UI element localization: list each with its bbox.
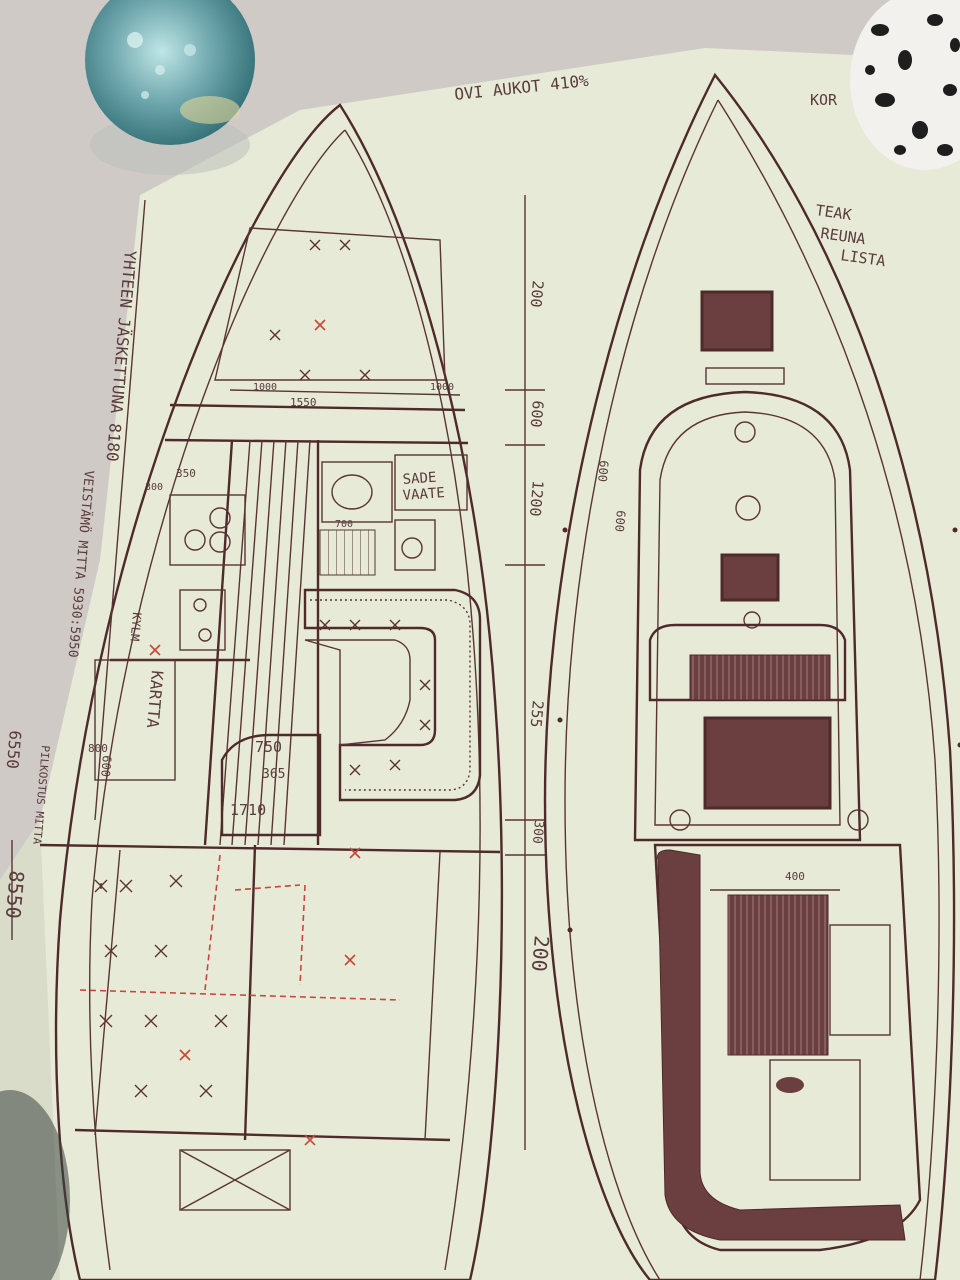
label-corner-note: KOR [810,91,838,109]
interior-plan [11,103,545,1280]
dim-750: 750 [255,738,282,756]
deck-plan [543,72,960,1280]
cockpit-seat-locker [829,924,891,1036]
label-sade: SADE [402,470,437,488]
hull-outline-left [54,103,504,1280]
red-markings [79,319,401,1146]
companionway-box [220,733,322,837]
dim-6550: 6550 [3,730,25,770]
blue-glass-paperweight [85,0,255,175]
dim-600d: 600 [612,510,628,533]
anchor-plate [705,367,785,385]
dim-255: 255 [527,700,547,729]
dim-400: 400 [785,870,805,883]
aft-locker [179,1149,291,1211]
deck-hardware [557,527,960,933]
galley-sink [179,589,226,651]
cockpit-bulkhead [39,843,501,854]
label-teak-1: TEAK [814,201,852,224]
chart-table [94,659,176,781]
sliding-hatch-cover [689,654,831,701]
shadow-corner [0,1090,70,1280]
forward-berth [214,227,446,381]
bulkhead-1 [229,389,461,396]
label-vaate: VAATE [402,485,445,504]
dim-8550: 8550 [1,870,29,920]
dim-350: 350 [176,467,196,480]
galley-stove [169,494,246,566]
dalmatian-dot-vase [850,0,960,170]
bulkhead-2 [169,403,466,412]
label-kylm: KYLM [127,612,143,642]
cockpit-grating [727,894,829,1056]
saloon-table [304,639,411,746]
hull-outline-right [543,72,956,1280]
dim-300: 300 [529,820,546,845]
hull-inner-line-right [344,129,481,1271]
dim-1200: 1200 [526,480,547,518]
dim-300b: 300 [145,482,163,493]
head-grating [319,529,376,576]
dim-1710: 1710 [230,801,266,819]
cushion-marks [94,239,431,1098]
head-toilet [321,461,393,523]
companionway-hatch [703,716,832,810]
bulkhead-3 [164,438,469,445]
dim-200-top: 200 [527,280,547,309]
mid-hatch [720,553,780,602]
forward-hatch [700,290,774,352]
dim-1550: 1550 [290,396,317,409]
cabin-top [633,390,862,842]
wet-locker [394,454,468,511]
label-kartta: KARTTA [143,670,167,730]
dim-200-bottom: 200 [527,935,554,973]
dim-600c: 600 [595,460,611,483]
cockpit-coaming-teak [657,849,906,1241]
dimension-lines [11,195,545,1150]
dim-365: 365 [262,767,285,782]
dim-1000b: 1000 [430,382,454,393]
dim-1000a: 1000 [253,382,277,393]
dim-600b: 600 [98,755,114,778]
dim-700: 700 [335,519,353,530]
dim-600: 600 [527,400,547,429]
dim-800: 800 [88,742,108,755]
